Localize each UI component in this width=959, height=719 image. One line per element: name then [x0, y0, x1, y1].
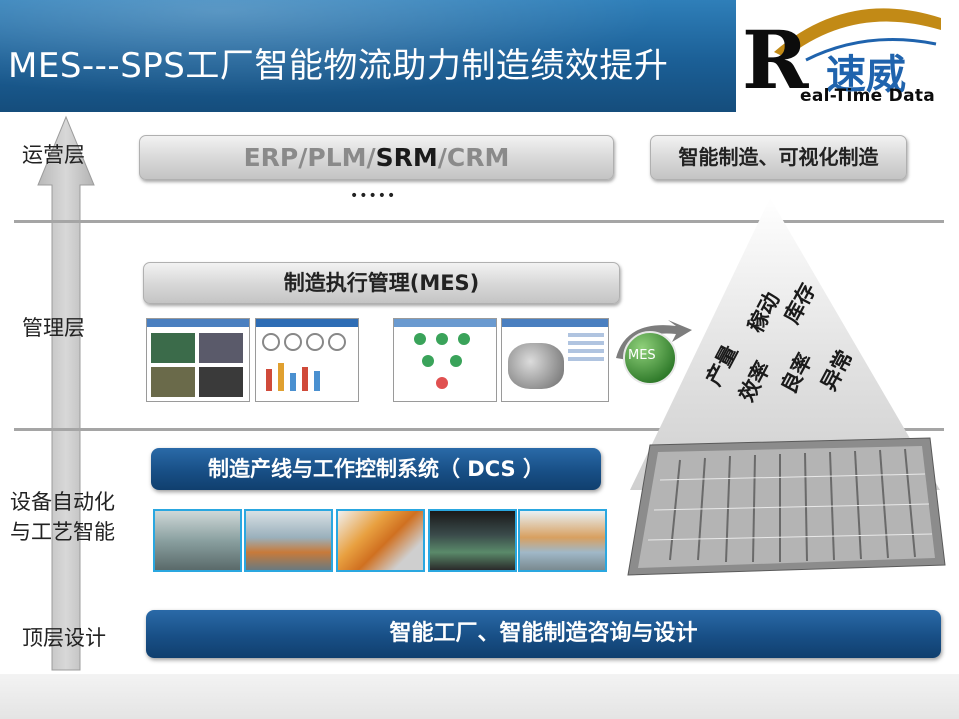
label-management-layer: 管理层 — [22, 316, 85, 340]
mes-screenshot-2 — [255, 318, 359, 402]
divider-2 — [14, 428, 944, 431]
design-bar: 智能工厂、智能制造咨询与设计 — [146, 610, 941, 658]
logo-arc — [774, 8, 941, 62]
factory-photo-5 — [518, 509, 607, 572]
erp-bar: ERP/PLM/SRM/CRM — [139, 135, 614, 180]
erp-text-3: /CRM — [437, 143, 510, 172]
factory-photo-3 — [336, 509, 425, 572]
label-operation-layer: 运营层 — [22, 143, 85, 167]
mes-badge-label: MES — [628, 348, 656, 363]
mes-screenshot-1 — [146, 318, 250, 402]
erp-text-1: ERP/PLM/ — [243, 143, 376, 172]
label-automation-line2: 与工艺智能 — [10, 520, 115, 544]
logo-chinese: 速威 — [826, 52, 906, 98]
factory-photo-4 — [428, 509, 517, 572]
mes-bar: 制造执行管理(MES) — [143, 262, 620, 304]
mes-screenshot-4 — [501, 318, 609, 402]
footer-bar — [0, 674, 959, 719]
label-design-layer: 顶层设计 — [22, 626, 106, 650]
factory-photo-1 — [153, 509, 242, 572]
ellipsis: ••••• — [350, 188, 397, 204]
factory-photo-2 — [244, 509, 333, 572]
up-arrow — [37, 115, 95, 671]
pyramid — [627, 198, 946, 576]
mes-badge — [616, 320, 692, 385]
smart-manufacturing-box: 智能制造、可视化制造 — [650, 135, 907, 180]
logo-letter: R — [742, 13, 809, 107]
erp-text-2: SRM — [375, 143, 438, 172]
page-title: MES---SPS工厂智能物流助力制造绩效提升 — [8, 46, 669, 86]
mes-screenshot-3 — [393, 318, 497, 402]
dcs-bar: 制造产线与工作控制系统（ DCS ） — [151, 448, 601, 490]
label-automation-line1: 设备自动化 — [10, 490, 115, 514]
divider-1 — [14, 220, 944, 223]
header-sheen — [0, 0, 736, 112]
header-banner — [0, 0, 736, 112]
logo-english: eal-Time Data — [800, 86, 936, 106]
